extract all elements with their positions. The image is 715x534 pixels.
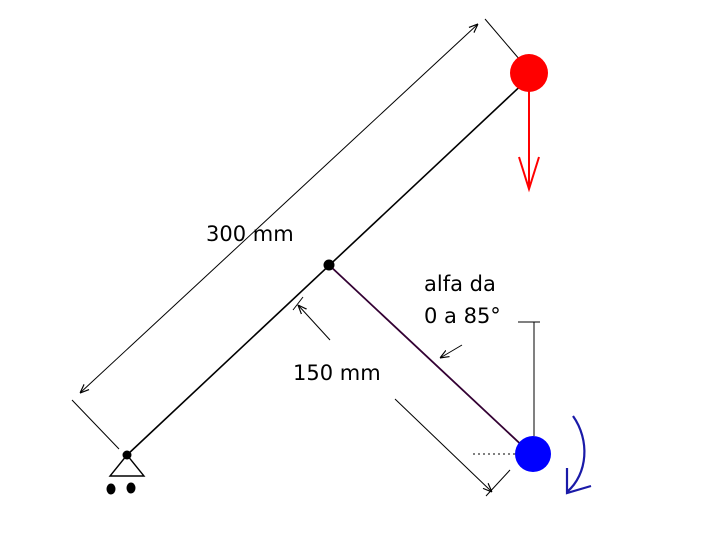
short-arm	[328, 264, 530, 453]
angle-label-line2: 0 a 85°	[424, 304, 501, 328]
angle-indicator-arrow	[440, 344, 463, 358]
dim-300-extension-top	[484, 18, 521, 61]
support-pin	[122, 450, 132, 460]
dim-150-extension-top	[292, 296, 304, 311]
rotation-arrow-icon	[566, 415, 586, 493]
dim-150-line-lower	[394, 398, 492, 492]
central-pivot	[323, 259, 335, 271]
force-arrow-icon	[518, 156, 540, 193]
short-arm-length-label: 150 mm	[293, 361, 381, 385]
top-mass	[510, 54, 548, 92]
dim-300-extension-bottom	[71, 399, 120, 450]
angle-label-line1: alfa da	[424, 272, 496, 296]
long-arm-length-label: 300 mm	[206, 222, 294, 246]
dim-300-line	[80, 24, 478, 393]
support-roller-right	[126, 482, 136, 494]
dim-150-line-upper	[298, 305, 331, 341]
pin-support-icon	[108, 453, 146, 477]
dim-150-extension-bottom	[485, 469, 511, 497]
bottom-mass	[515, 436, 551, 472]
rotation-arrowhead	[565, 468, 592, 495]
support-roller-left	[106, 483, 116, 495]
